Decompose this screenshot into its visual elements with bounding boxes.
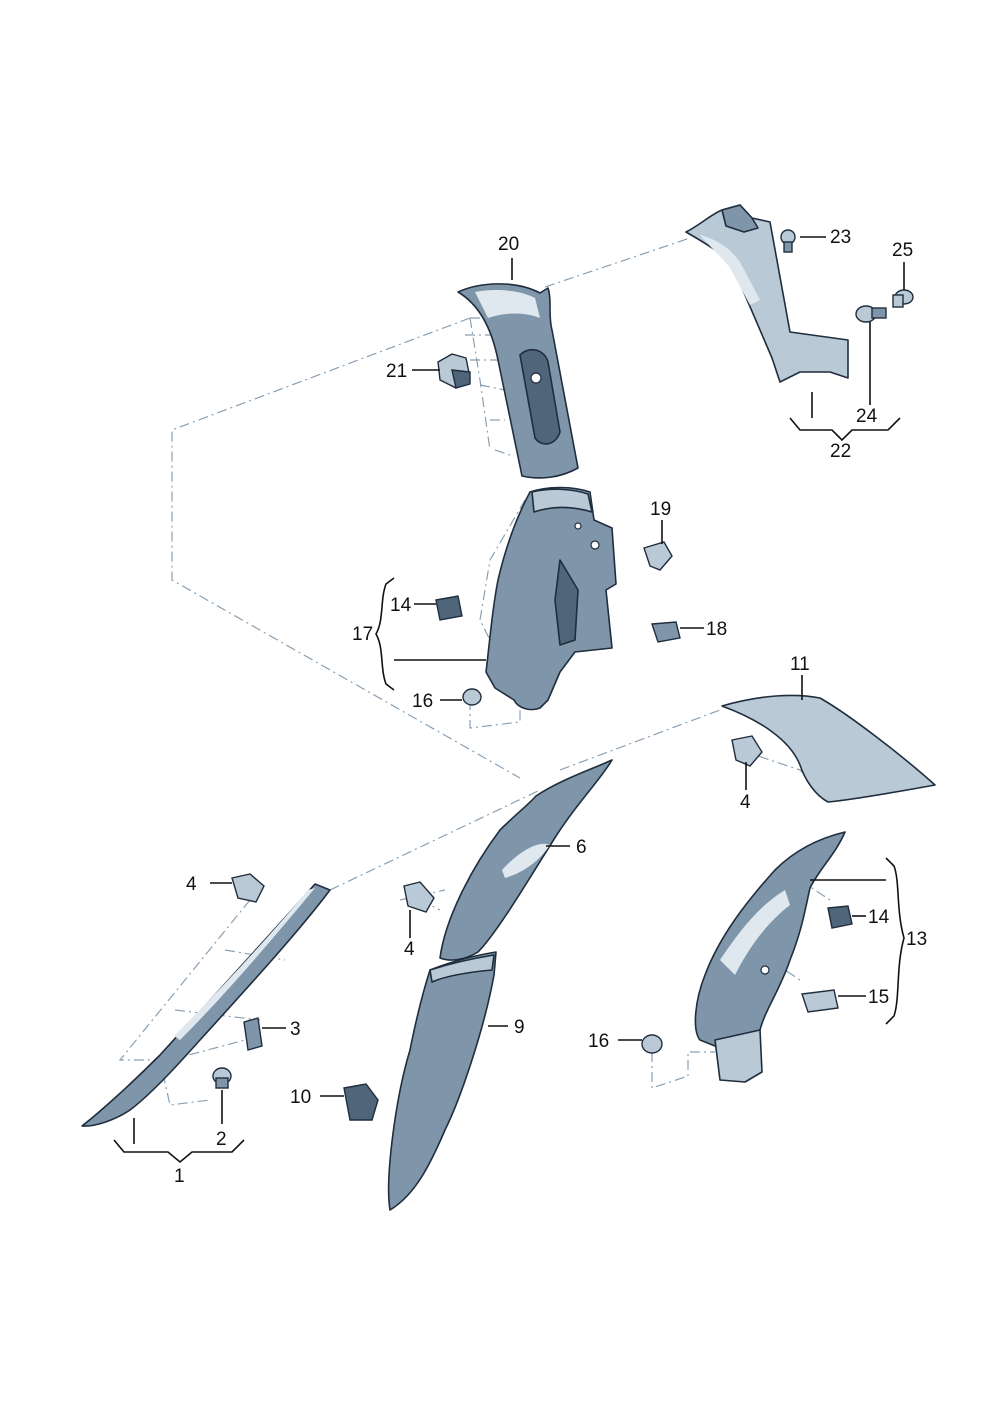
clip-21 bbox=[437, 353, 471, 389]
callout-4-upper: 4 bbox=[740, 792, 751, 813]
part-11-panel bbox=[721, 694, 936, 803]
callout-20: 20 bbox=[498, 234, 519, 255]
callout-21: 21 bbox=[386, 361, 407, 382]
callout-14-upper: 14 bbox=[390, 595, 412, 616]
part-13-trim bbox=[694, 831, 846, 1083]
callout-2: 2 bbox=[216, 1129, 227, 1150]
clip-14-right bbox=[827, 905, 853, 929]
clips-and-fasteners bbox=[212, 229, 914, 1121]
grouping-brackets bbox=[113, 417, 905, 1164]
clip-4-left bbox=[231, 873, 265, 903]
part-20-pillar-trim bbox=[457, 283, 579, 479]
callout-22: 22 bbox=[830, 441, 851, 462]
clip-2 bbox=[212, 1067, 232, 1089]
clip-24 bbox=[855, 305, 887, 323]
clip-4-upper bbox=[731, 735, 763, 767]
callout-11: 11 bbox=[790, 654, 810, 675]
callout-labels: 20 21 23 25 24 22 19 18 14 17 16 11 4 4 … bbox=[174, 227, 927, 1187]
clip-25 bbox=[892, 289, 914, 308]
callout-4-mid: 4 bbox=[404, 939, 415, 960]
callout-9: 9 bbox=[514, 1017, 525, 1038]
clip-15 bbox=[801, 989, 839, 1013]
callout-16-upper: 16 bbox=[412, 691, 433, 712]
leader-lines bbox=[133, 236, 905, 1144]
screw-23 bbox=[780, 229, 796, 253]
cap-16-upper bbox=[462, 688, 482, 706]
callout-13: 13 bbox=[906, 929, 927, 950]
callout-25: 25 bbox=[892, 240, 913, 261]
callout-4-left: 4 bbox=[186, 874, 197, 895]
callout-10: 10 bbox=[290, 1087, 311, 1108]
callout-18: 18 bbox=[706, 619, 727, 640]
callout-24: 24 bbox=[856, 406, 878, 427]
part-6-pillar-trim bbox=[439, 759, 613, 961]
part-1-sill-trim bbox=[81, 883, 331, 1127]
callout-19: 19 bbox=[650, 499, 671, 520]
callout-6: 6 bbox=[576, 837, 587, 858]
clip-14-upper bbox=[435, 595, 463, 621]
callout-14-right: 14 bbox=[868, 907, 890, 928]
callout-3: 3 bbox=[290, 1019, 301, 1040]
clip-4-mid bbox=[403, 881, 435, 913]
part-17-pillar-trim bbox=[485, 486, 617, 711]
clip-19 bbox=[643, 541, 673, 571]
clip-3 bbox=[243, 1017, 263, 1051]
part-22-pillar-trim bbox=[685, 204, 849, 383]
cap-16-lower bbox=[641, 1034, 663, 1054]
callout-17: 17 bbox=[352, 624, 373, 645]
callout-15: 15 bbox=[868, 987, 889, 1008]
clip-10 bbox=[343, 1083, 379, 1121]
clip-18 bbox=[651, 621, 681, 643]
part-9-pillar-trim bbox=[387, 951, 497, 1211]
callout-23: 23 bbox=[830, 227, 851, 248]
callout-1: 1 bbox=[174, 1166, 185, 1187]
callout-16-lower: 16 bbox=[588, 1031, 609, 1052]
